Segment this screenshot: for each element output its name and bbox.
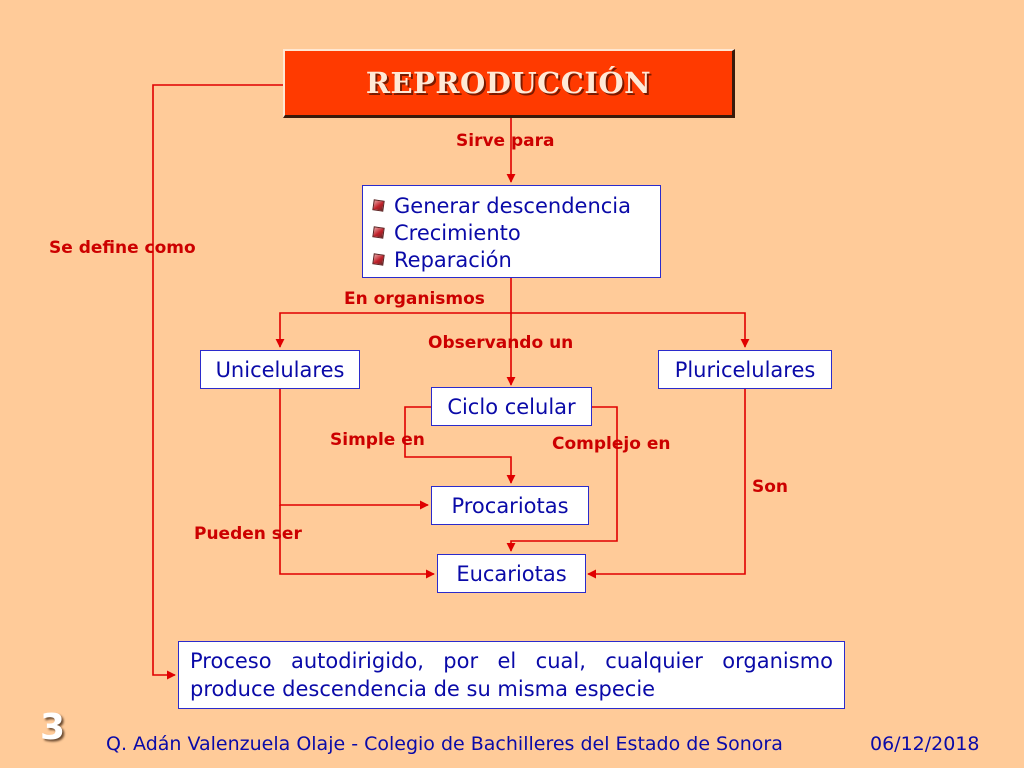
definition-text: Proceso autodirigido, por el cual, cualq… bbox=[190, 649, 833, 701]
link-title-to-definition bbox=[152, 84, 283, 680]
link-to-pluricelulares bbox=[511, 312, 750, 348]
label-sirve-para: Sirve para bbox=[456, 131, 555, 151]
link-unicelulares-to-eucariotas bbox=[279, 505, 435, 579]
bullet-icon bbox=[372, 226, 385, 239]
label-son: Son bbox=[752, 477, 789, 497]
definition-box: Proceso autodirigido, por el cual, cualq… bbox=[178, 641, 845, 709]
purpose-item-label: Generar descendencia bbox=[394, 193, 632, 218]
node-ciclo-celular: Ciclo celular bbox=[431, 387, 592, 426]
label-observando-un: Observando un bbox=[428, 333, 574, 353]
purpose-item-label: Crecimiento bbox=[394, 220, 521, 245]
label-se-define-como: Se define como bbox=[49, 238, 196, 258]
link-ciclo-to-procariotas bbox=[404, 406, 516, 484]
title-box: REPRODUCCIÓN bbox=[283, 49, 735, 118]
title-text: REPRODUCCIÓN bbox=[365, 66, 652, 100]
link-to-unicelulares bbox=[275, 312, 511, 348]
purpose-item: Reparación bbox=[372, 246, 660, 273]
node-unicelulares: Unicelulares bbox=[200, 350, 360, 389]
label-pueden-ser: Pueden ser bbox=[194, 524, 302, 544]
purpose-list: Generar descendencia Crecimiento Reparac… bbox=[372, 192, 660, 273]
link-pluricelulares-to-eucariotas bbox=[587, 389, 746, 579]
footer-date: 06/12/2018 bbox=[870, 733, 980, 755]
bullet-icon bbox=[372, 199, 385, 212]
purpose-item: Generar descendencia bbox=[372, 192, 660, 219]
label-en-organismos: En organismos bbox=[344, 289, 485, 309]
node-pluricelulares: Pluricelulares bbox=[658, 350, 832, 389]
node-procariotas: Procariotas bbox=[431, 486, 589, 525]
bullet-icon bbox=[372, 253, 385, 266]
purpose-item: Crecimiento bbox=[372, 219, 660, 246]
footer-author: Q. Adán Valenzuela Olaje - Colegio de Ba… bbox=[106, 733, 783, 755]
label-simple-en: Simple en bbox=[330, 430, 425, 450]
link-ciclo-to-eucariotas bbox=[506, 406, 618, 552]
purpose-item-label: Reparación bbox=[394, 247, 512, 272]
node-eucariotas: Eucariotas bbox=[437, 554, 586, 593]
purpose-box: Generar descendencia Crecimiento Reparac… bbox=[362, 185, 661, 278]
label-complejo-en: Complejo en bbox=[552, 434, 671, 454]
slide-number: 3 bbox=[40, 707, 66, 748]
